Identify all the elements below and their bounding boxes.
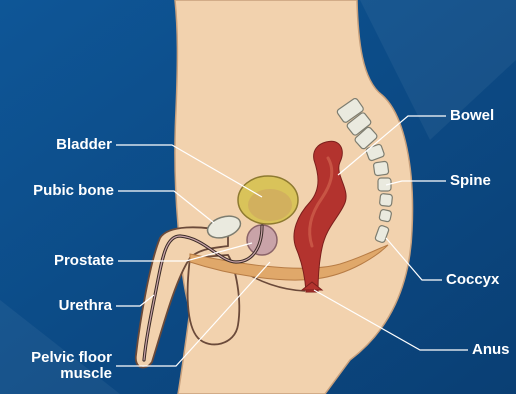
label-spine: Spine [450, 173, 491, 189]
label-prostate: Prostate [10, 253, 114, 269]
label-urethra: Urethra [10, 298, 112, 314]
label-pelvic-floor-line1: Pelvic floor [0, 350, 112, 366]
label-anus: Anus [472, 342, 510, 358]
label-pelvic-floor-muscle: Pelvic floor muscle [0, 350, 112, 382]
label-bowel: Bowel [450, 108, 494, 124]
vertebra [373, 161, 389, 176]
label-bladder: Bladder [20, 137, 112, 153]
bladder-inner [248, 189, 292, 221]
label-coccyx: Coccyx [446, 272, 499, 288]
vertebra [379, 193, 392, 206]
label-pelvic-floor-line2: muscle [0, 366, 112, 382]
vertebra [379, 209, 392, 222]
label-pubic-bone: Pubic bone [0, 183, 114, 199]
